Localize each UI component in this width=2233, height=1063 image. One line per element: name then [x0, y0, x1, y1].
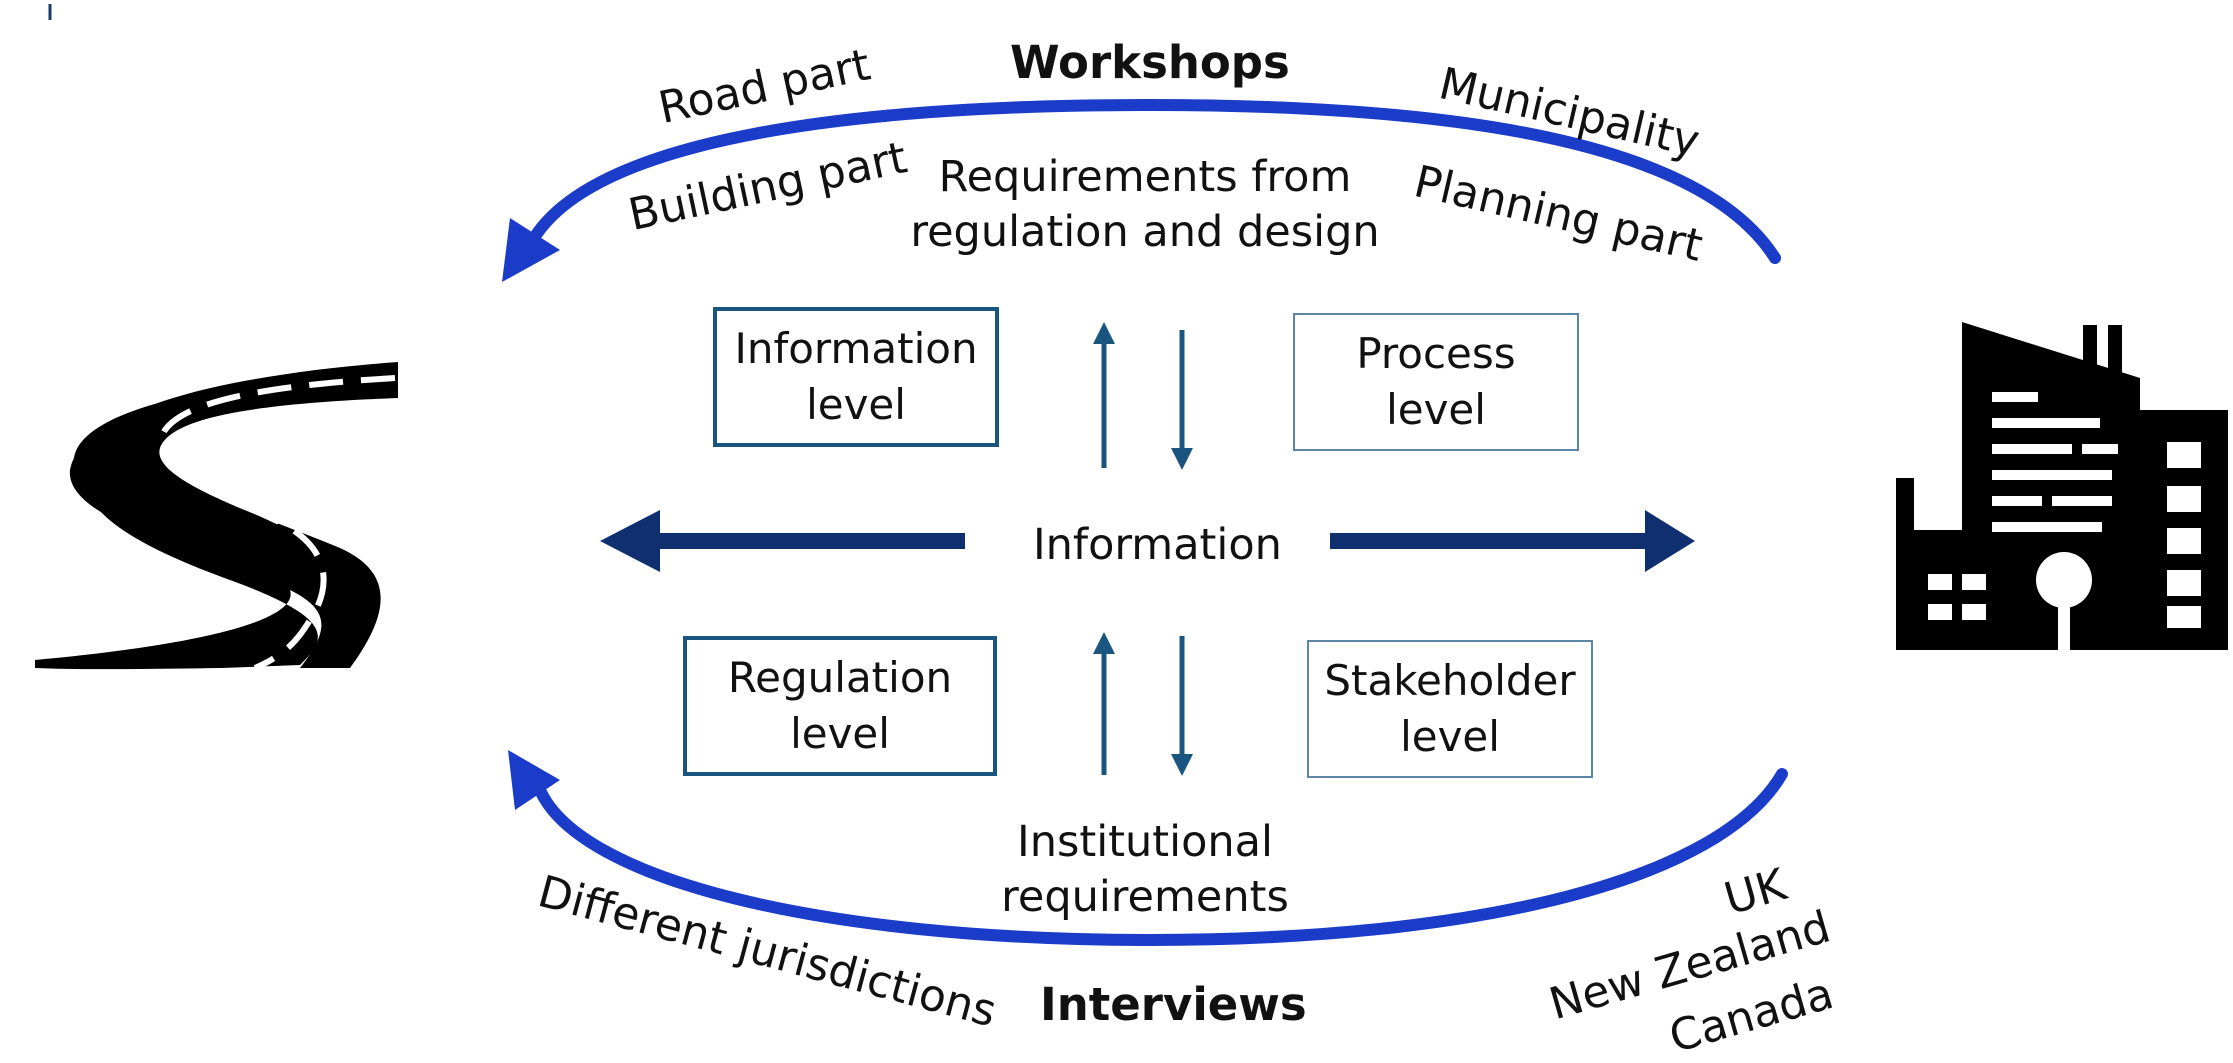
road-icon — [35, 362, 399, 671]
diagram-graphics — [35, 4, 2228, 947]
process-level-line-1: Process — [1356, 329, 1516, 378]
workshops-cycle-arrow — [524, 98, 1781, 264]
lower-down-arrowhead — [1171, 754, 1193, 776]
regulation-level-box: Regulation level — [683, 636, 997, 776]
left-flow-arrowhead — [600, 510, 660, 572]
building-icon — [1896, 322, 2228, 650]
stakeholder-level-line-1: Stakeholder — [1324, 656, 1576, 705]
diagram-canvas: Workshops Road part Building part Munici… — [35, 4, 2228, 1063]
information-level-box: Information level — [713, 307, 999, 447]
interviews-cycle-arrow — [534, 768, 1788, 947]
workshops-arrowhead — [502, 218, 560, 282]
requirements-line-1: Requirements from — [938, 152, 1352, 202]
interviews-arrowhead — [508, 750, 560, 810]
requirements-label: Requirements from regulation and design — [900, 150, 1390, 260]
institutional-requirements-label: Institutional requirements — [945, 815, 1345, 925]
information-level-line-1: Information — [734, 324, 978, 373]
process-level-box: Process level — [1293, 313, 1579, 451]
stakeholder-level-line-2: level — [1400, 712, 1500, 761]
process-level-line-2: level — [1386, 385, 1486, 434]
center-information-label: Information — [1033, 520, 1282, 570]
institutional-line-2: requirements — [1001, 872, 1289, 922]
upper-down-arrowhead — [1171, 448, 1193, 470]
right-flow-arrowhead — [1645, 510, 1695, 572]
lower-up-arrowhead — [1093, 632, 1115, 654]
institutional-line-1: Institutional — [1017, 817, 1273, 867]
requirements-line-2: regulation and design — [910, 207, 1380, 257]
information-level-line-2: level — [806, 380, 906, 429]
upper-up-arrowhead — [1093, 322, 1115, 344]
regulation-level-line-2: level — [790, 709, 890, 758]
right-flow-arrow-shaft — [1330, 533, 1650, 549]
workshops-title: Workshops — [1010, 36, 1290, 89]
interviews-title: Interviews — [1040, 978, 1307, 1031]
regulation-level-line-1: Regulation — [727, 653, 953, 702]
stakeholder-level-box: Stakeholder level — [1307, 640, 1593, 778]
left-flow-arrow-shaft — [655, 533, 965, 549]
